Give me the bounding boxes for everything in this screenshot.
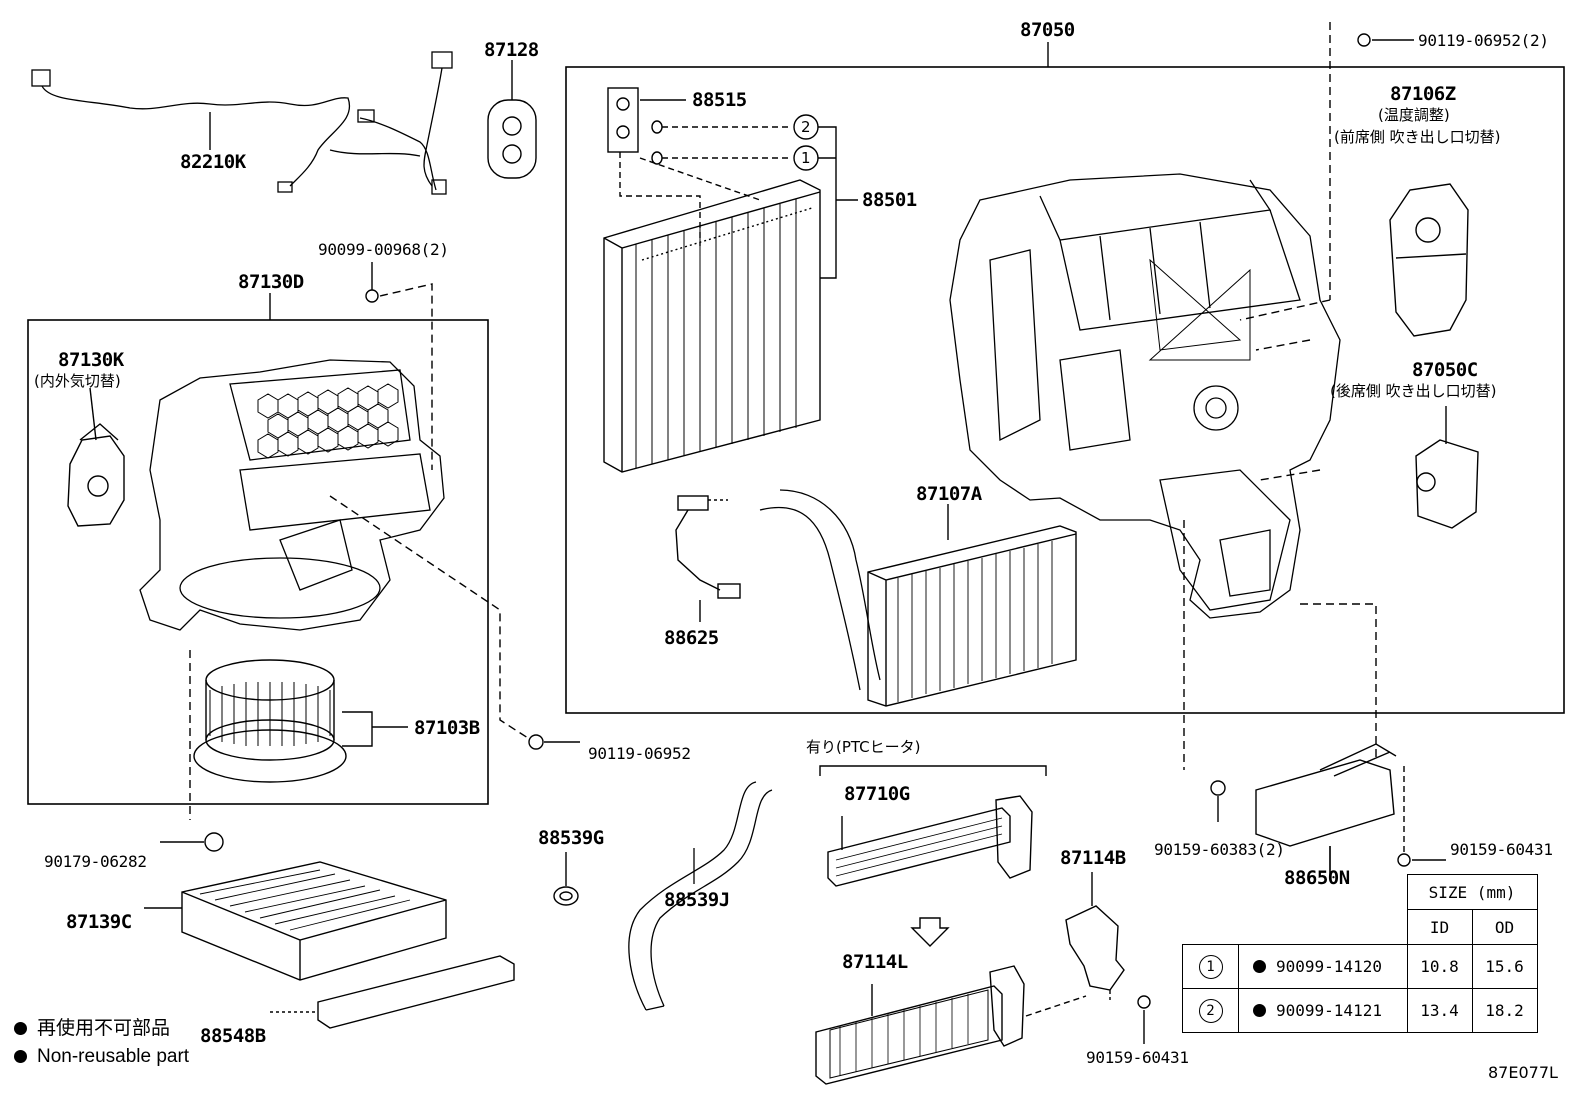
label-87050: 87050 <box>1020 19 1075 41</box>
row-part: 90099-14120 <box>1276 957 1382 976</box>
callout-2: 2 <box>801 118 811 136</box>
filter-honeycomb-drawing <box>257 383 399 459</box>
label-90099-00968: 90099-00968(2) <box>318 240 449 259</box>
ptc-heater-87710g-drawing <box>827 795 1033 887</box>
label-87139c: 87139C <box>66 911 132 933</box>
assembly-87050-frame <box>565 66 1565 714</box>
table-row: 1 90099-14120 10.8 15.6 <box>1182 944 1538 989</box>
label-87130d: 87130D <box>238 271 304 293</box>
row-ref: 1 <box>1198 954 1223 979</box>
o-ring-size-table: SIZE (mm) ID OD 1 90099-14120 10.8 15.6 … <box>1182 874 1538 1033</box>
label-90159-60383: 90159-60383(2) <box>1154 840 1285 859</box>
filter-87139c-drawing <box>144 861 447 981</box>
label-87128: 87128 <box>484 39 539 61</box>
label-87106z: 87106Z <box>1390 83 1456 105</box>
grommet-87128-drawing <box>487 60 537 179</box>
expansion-valve-88515-drawing <box>607 87 788 246</box>
bullet-dot-icon <box>14 1050 27 1063</box>
ptc-bracket <box>819 765 1047 776</box>
label-87710g: 87710G <box>844 783 910 805</box>
case-dashed-leaders <box>1183 22 1377 770</box>
note-87106z-1: (温度調整) <box>1378 106 1450 124</box>
callout-circles <box>793 114 858 279</box>
servo-87130k-drawing <box>67 387 125 527</box>
label-88515: 88515 <box>692 89 747 111</box>
evaporator-88501-drawing <box>603 179 821 473</box>
hvac-case-87050-drawing <box>949 173 1341 619</box>
row-ref: 2 <box>1198 998 1223 1023</box>
table-row: 2 90099-14121 13.4 18.2 <box>1182 988 1538 1033</box>
row-part: 90099-14121 <box>1276 1001 1382 1020</box>
legend-en-text: Non-reusable part <box>37 1046 190 1067</box>
label-87050c: 87050C <box>1412 359 1478 381</box>
label-87130k: 87130K <box>58 349 124 371</box>
arrow-down-icon <box>910 917 950 947</box>
label-88548b: 88548B <box>200 1025 266 1047</box>
servo-87106z-drawing <box>1389 183 1469 337</box>
legend-jp: 再使用不可部品 <box>14 1018 170 1040</box>
sensor-88625-drawing <box>675 495 741 622</box>
bullet-dot-icon <box>14 1022 27 1035</box>
nut-90179-06282-drawing <box>160 832 224 852</box>
label-82210k: 82210K <box>180 151 246 173</box>
label-90119-06952: 90119-06952 <box>588 744 691 763</box>
label-88501: 88501 <box>862 189 917 211</box>
label-87114b: 87114B <box>1060 847 1126 869</box>
label-90159-60431-right: 90159-60431 <box>1450 840 1553 859</box>
harness-82210k-drawing <box>31 51 453 195</box>
label-88539j: 88539J <box>664 889 730 911</box>
ptc-heater-87114l-drawing <box>815 965 1087 1085</box>
screw-90159-60431-bottom-drawing <box>1137 995 1151 1044</box>
label-90179-06282: 90179-06282 <box>44 852 147 871</box>
label-88650n: 88650N <box>1284 867 1350 889</box>
non-reusable-dot-icon <box>1253 960 1266 973</box>
label-88539g: 88539G <box>538 827 604 849</box>
note-87050c: (後席側 吹き出し口切替) <box>1330 382 1497 400</box>
note-87130k: (内外気切替) <box>34 372 121 390</box>
note-ptc: 有り(PTCヒータ) <box>806 738 921 756</box>
label-90119-06952-2: 90119-06952(2) <box>1418 31 1549 50</box>
note-87106z-2: (前席側 吹き出し口切替) <box>1334 128 1501 146</box>
legend-jp-text: 再使用不可部品 <box>37 1018 171 1039</box>
legend-en: Non-reusable part <box>14 1046 189 1068</box>
screw-90099-00968-drawing <box>365 262 433 470</box>
grommet-88539g-drawing <box>553 852 579 906</box>
screw-90159-60431-right-drawing <box>1397 766 1446 867</box>
size-header: SIZE (mm) <box>1406 874 1538 910</box>
label-87107a: 87107A <box>916 483 982 505</box>
blower-motor-87103b-drawing <box>189 650 408 820</box>
size-col-od: OD <box>1471 909 1538 945</box>
row-od: 15.6 <box>1471 944 1538 989</box>
label-90159-60431-bottom: 90159-60431 <box>1086 1048 1189 1067</box>
servo-87050c-drawing <box>1415 406 1479 529</box>
diagram-code: 87E077L <box>1488 1063 1558 1082</box>
heater-core-87107a-drawing <box>759 489 1077 707</box>
bracket-87114b-drawing <box>1065 872 1125 1000</box>
size-col-id: ID <box>1406 909 1473 945</box>
blower-housing-drawing <box>139 359 445 631</box>
filter-cover-88548b-drawing <box>270 955 515 1029</box>
row-od: 18.2 <box>1471 988 1538 1033</box>
label-88625: 88625 <box>664 627 719 649</box>
label-87114l: 87114L <box>842 951 908 973</box>
row-id: 10.8 <box>1406 944 1473 989</box>
hose-88539j-drawing <box>628 781 773 1011</box>
non-reusable-dot-icon <box>1253 1004 1266 1017</box>
assembly-87130d-frame <box>27 319 489 805</box>
screw-90159-60383-drawing <box>1210 780 1226 822</box>
row-id: 13.4 <box>1406 988 1473 1033</box>
screw-90119-06952-top-drawing <box>1357 33 1414 47</box>
callout-1: 1 <box>801 149 811 167</box>
label-87103b: 87103B <box>414 717 480 739</box>
screw-90119-06952-drawing <box>329 495 580 750</box>
